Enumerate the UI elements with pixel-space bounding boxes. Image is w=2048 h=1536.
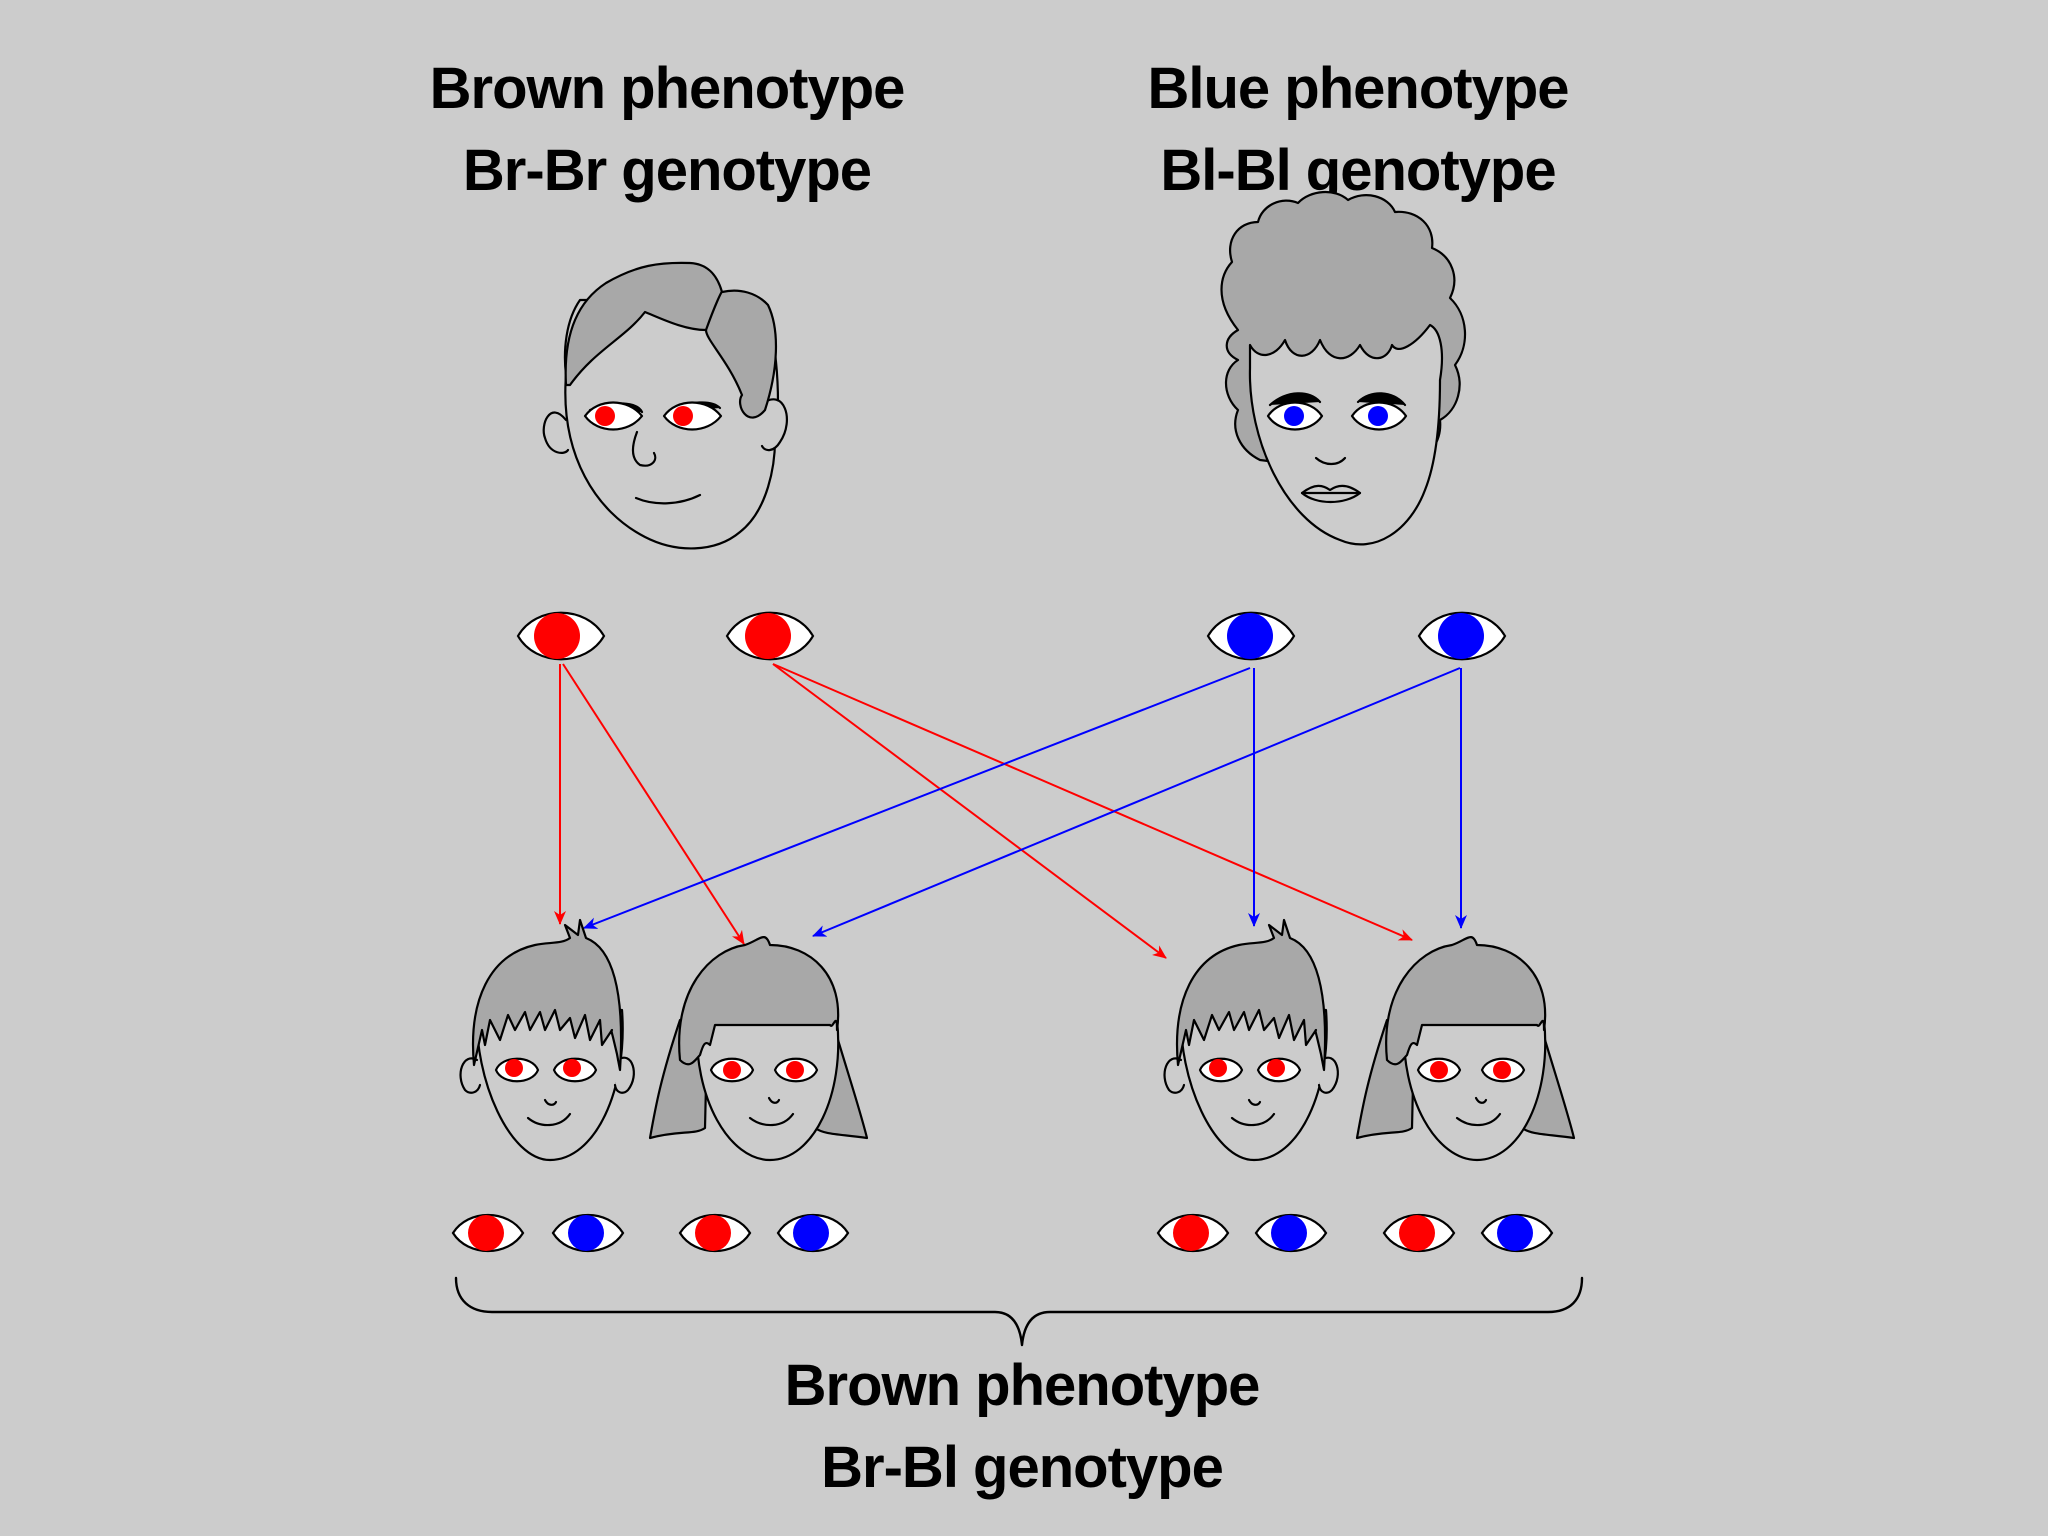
curly-brace-icon bbox=[454, 1276, 1584, 1347]
child-2-allele-eye-icon-brown bbox=[678, 1213, 752, 1253]
left-parent-label: Brown phenotype Br-Br genotype bbox=[347, 48, 987, 212]
left-parent-genotype: Br-Br genotype bbox=[462, 138, 872, 203]
arrow-blue-to-child-1 bbox=[583, 667, 1251, 929]
mother-allele-eye-icon-1 bbox=[1206, 611, 1296, 661]
child-3-allele-eye-icon-brown bbox=[1156, 1213, 1230, 1253]
father-allele-eye-icon-2 bbox=[725, 611, 815, 661]
child-4-allele-eye-icon-brown bbox=[1382, 1213, 1456, 1253]
child-boy-face-icon-1 bbox=[459, 918, 635, 1162]
child-girl-face-icon-1 bbox=[648, 935, 869, 1162]
offspring-phenotype: Brown phenotype bbox=[784, 1353, 1261, 1418]
arrow-brown-to-child-3 bbox=[772, 663, 1167, 959]
child-4-allele-eye-icon-blue bbox=[1480, 1213, 1554, 1253]
inheritance-arrows bbox=[554, 663, 1467, 959]
child-3-allele-eye-icon-blue bbox=[1254, 1213, 1328, 1253]
right-parent-genotype: Bl-Bl genotype bbox=[1160, 138, 1556, 203]
parent-mother-face-icon bbox=[1220, 191, 1467, 546]
mother-allele-eye-icon-2 bbox=[1417, 611, 1507, 661]
right-parent-label: Blue phenotype Bl-Bl genotype bbox=[1038, 48, 1678, 212]
father-allele-eye-icon-1 bbox=[516, 611, 606, 661]
right-parent-phenotype: Blue phenotype bbox=[1147, 56, 1569, 121]
offspring-genotype: Br-Bl genotype bbox=[821, 1435, 1224, 1500]
child-1-allele-eye-icon-blue bbox=[551, 1213, 625, 1253]
offspring-label: Brown phenotype Br-Bl genotype bbox=[702, 1345, 1342, 1509]
child-2-allele-eye-icon-blue bbox=[776, 1213, 850, 1253]
child-girl-face-icon-2 bbox=[1355, 935, 1576, 1162]
child-1-allele-eye-icon-brown bbox=[451, 1213, 525, 1253]
left-parent-phenotype: Brown phenotype bbox=[429, 56, 906, 121]
arrow-blue-to-child-2 bbox=[812, 667, 1461, 937]
parent-father-face-icon bbox=[542, 261, 788, 550]
arrow-brown-to-child-4 bbox=[772, 663, 1413, 941]
child-boy-face-icon-2 bbox=[1163, 918, 1339, 1162]
arrow-brown-to-child-2 bbox=[562, 663, 745, 945]
